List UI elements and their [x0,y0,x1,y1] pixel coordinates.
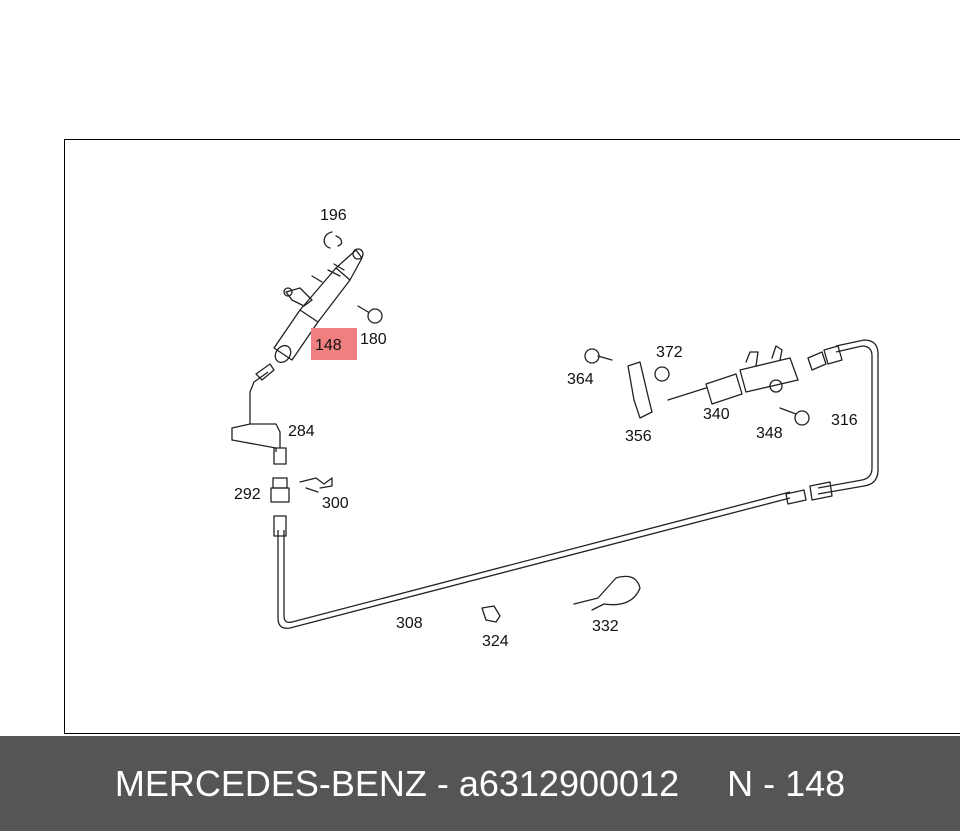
label-300: 300 [322,495,349,512]
fitting-316-lower [785,481,833,505]
fitting-292-part[interactable] [270,477,290,503]
nut-372-part[interactable] [654,366,670,382]
label-148[interactable]: 148 [315,337,342,354]
tie-332-part[interactable] [573,575,641,611]
label-284: 284 [288,423,315,440]
label-196: 196 [320,207,347,224]
footer-ref: N - 148 [727,762,846,804]
pipe-308 [277,497,791,629]
slave-cylinder-part[interactable] [667,345,799,405]
master-cylinder-part[interactable] [272,248,364,365]
label-356: 356 [625,428,652,445]
footer-bar: MERCEDES-BENZ - a6312900012 N - 148 [0,736,960,831]
pipe-upper-left [231,371,281,452]
label-364: 364 [567,371,594,388]
fitting-284-part[interactable] [273,447,287,465]
label-332: 332 [592,618,619,635]
diagram-frame [64,139,960,734]
pipe-316 [817,345,873,489]
label-292: 292 [234,486,261,503]
label-180: 180 [360,331,387,348]
parts-diagram: 196 148 180 284 292 300 308 324 332 364 … [231,207,879,650]
footer-brand-part: MERCEDES-BENZ - a6312900012 [114,762,680,804]
bolt-364-part[interactable] [584,348,613,364]
fitting-308-top [273,515,287,537]
label-308: 308 [396,615,423,632]
clip-300-part[interactable] [299,477,333,493]
label-372: 372 [656,344,683,361]
pipe-308-inner [283,491,791,624]
highlight-box-148 [311,328,357,360]
label-340: 340 [703,406,730,423]
label-348: 348 [756,425,783,442]
bolt-348-part[interactable] [779,407,810,426]
fitting-upper-left [255,363,275,381]
label-324: 324 [482,633,509,650]
bolt-180-part[interactable] [357,305,383,324]
fitting-316-upper [807,345,843,371]
lever-356-part[interactable] [627,361,653,419]
pipe-316-inner [817,339,879,495]
label-316: 316 [831,412,858,429]
clip-196-part[interactable] [323,231,343,249]
clip-324-part[interactable] [481,605,501,623]
